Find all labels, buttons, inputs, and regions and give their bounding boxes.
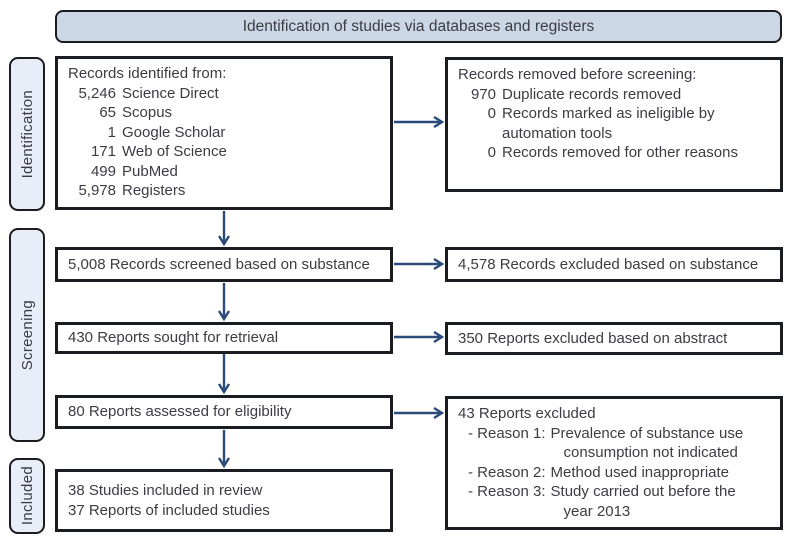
exclusion-reason: - Reason 1: Prevalence of substance use … bbox=[458, 424, 772, 463]
source-count: 65 bbox=[99, 104, 116, 121]
removed-count: 0 bbox=[487, 144, 496, 161]
records-screened-box: 5,008 Records screened based on substanc… bbox=[55, 247, 393, 282]
included-line: 37 Reports of included studies bbox=[68, 501, 270, 519]
box-text: 4,578 Records excluded based on substanc… bbox=[458, 255, 759, 273]
reports-sought-box: 430 Reports sought for retrieval bbox=[55, 322, 393, 354]
source-count: 1 bbox=[107, 123, 116, 141]
source-count: 5,246 bbox=[78, 84, 116, 102]
removed-count: 970 bbox=[470, 85, 496, 103]
removed-reason: Records removed for other reasons bbox=[502, 144, 738, 161]
box-text: 80 Reports assessed for eligibility bbox=[68, 403, 292, 421]
source-row: 1 Google Scholar bbox=[68, 123, 382, 143]
reports-excluded-box: 43 Reports excluded - Reason 1: Prevalen… bbox=[445, 396, 783, 530]
source-name: Google Scholar bbox=[122, 123, 226, 141]
reason-text: Prevalence of substance use consumption … bbox=[550, 424, 744, 462]
source-count: 171 bbox=[90, 143, 116, 160]
source-row: 171 Web of Science bbox=[68, 142, 382, 162]
removed-reason: Records marked as ineligible by automati… bbox=[502, 105, 715, 142]
box-title: Records identified from: bbox=[68, 65, 227, 82]
removed-row: 0 Records removed for other reasons bbox=[458, 143, 772, 163]
exclusion-reason: - Reason 2: Method used inappropriate bbox=[458, 463, 772, 483]
stage-label-screening: Screening bbox=[9, 228, 45, 442]
source-name: Scopus bbox=[122, 104, 173, 121]
box-text: 430 Reports sought for retrieval bbox=[68, 329, 279, 347]
removed-count: 0 bbox=[487, 105, 496, 122]
header-title: Identification of studies via databases … bbox=[242, 17, 595, 35]
stage-label-included: Included bbox=[9, 458, 45, 534]
header-banner: Identification of studies via databases … bbox=[55, 10, 782, 43]
source-row: 499 PubMed bbox=[68, 162, 382, 182]
source-name: Web of Science bbox=[122, 143, 227, 160]
source-name: PubMed bbox=[122, 162, 178, 180]
reason-prefix: - Reason 3: bbox=[468, 483, 546, 500]
reason-text: Study carried out before the year 2013 bbox=[550, 483, 736, 520]
studies-included-box: 38 Studies included in review 37 Reports… bbox=[55, 469, 393, 532]
records-identified-box: Records identified from: 5,246 Science D… bbox=[55, 56, 393, 210]
stage-label-text: Included bbox=[18, 466, 36, 526]
box-title: Records removed before screening: bbox=[458, 66, 697, 83]
records-excluded-substance-box: 4,578 Records excluded based on substanc… bbox=[445, 247, 783, 282]
included-line: 38 Studies included in review bbox=[68, 482, 263, 499]
source-name: Science Direct bbox=[122, 84, 219, 102]
stage-label-text: Screening bbox=[18, 299, 36, 371]
box-text: 5,008 Records screened based on substanc… bbox=[68, 255, 370, 273]
reason-prefix: - Reason 1: bbox=[468, 424, 546, 442]
box-title: 43 Reports excluded bbox=[458, 405, 596, 422]
reports-assessed-box: 80 Reports assessed for eligibility bbox=[55, 395, 393, 429]
source-row: 5,246 Science Direct bbox=[68, 84, 382, 104]
source-name: Registers bbox=[122, 182, 186, 199]
box-text: 350 Reports excluded based on abstract bbox=[458, 329, 728, 347]
source-count: 5,978 bbox=[78, 182, 116, 199]
removed-row: 0 Records marked as ineligible by automa… bbox=[458, 104, 772, 143]
source-count: 499 bbox=[90, 162, 116, 180]
source-row: 65 Scopus bbox=[68, 103, 382, 123]
stage-label-text: Identification bbox=[18, 89, 36, 179]
removed-reason: Duplicate records removed bbox=[502, 85, 682, 103]
stage-label-identification: Identification bbox=[9, 57, 45, 211]
removed-row: 970 Duplicate records removed bbox=[458, 85, 772, 105]
exclusion-reason: - Reason 3: Study carried out before the… bbox=[458, 482, 772, 521]
reason-prefix: - Reason 2: bbox=[468, 463, 546, 481]
source-row: 5,978 Registers bbox=[68, 181, 382, 201]
reports-excluded-abstract-box: 350 Reports excluded based on abstract bbox=[445, 322, 783, 355]
reason-text: Method used inappropriate bbox=[550, 463, 730, 481]
records-removed-box: Records removed before screening: 970 Du… bbox=[445, 57, 783, 192]
